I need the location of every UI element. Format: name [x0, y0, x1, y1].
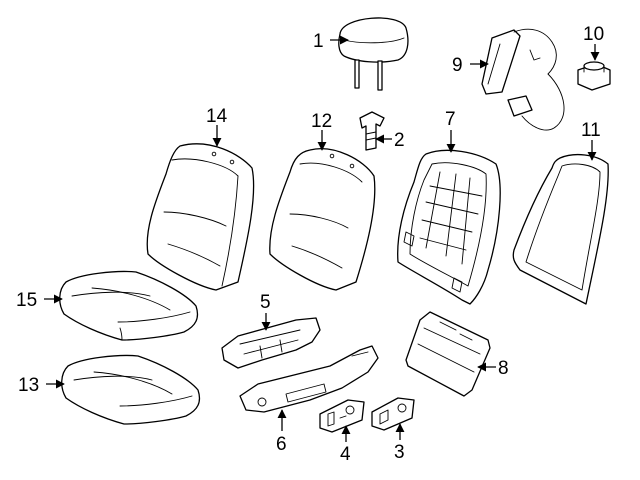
seat-cushion-part — [61, 354, 201, 425]
guide-sleeve-part — [359, 111, 385, 151]
seat-back-panel-part — [512, 153, 609, 305]
callout-7: 7 — [445, 109, 456, 130]
callout-leaders — [44, 35, 600, 442]
seat-back-frame-part — [397, 149, 501, 305]
seat-switch-right-part — [371, 397, 415, 431]
connector-part — [577, 61, 611, 91]
side-cover-part — [239, 345, 379, 413]
callout-15: 15 — [16, 290, 37, 311]
callout-1: 1 — [313, 31, 324, 52]
callout-14: 14 — [206, 106, 228, 127]
callout-3: 3 — [394, 442, 405, 463]
callout-12: 12 — [311, 111, 332, 132]
seat-back-cushion-part — [269, 148, 376, 291]
callout-8: 8 — [498, 358, 509, 379]
callout-11: 11 — [581, 120, 601, 141]
rear-storage-panel-part — [405, 311, 491, 397]
callout-6: 6 — [276, 434, 287, 455]
callout-5: 5 — [260, 292, 271, 313]
callout-4: 4 — [340, 444, 351, 465]
side-trim-part — [221, 317, 321, 369]
seat-back-cover-part — [146, 143, 255, 291]
seat-cushion-cover-part — [59, 270, 199, 341]
side-airbag-part — [481, 28, 565, 131]
callout-9: 9 — [452, 55, 463, 76]
callout-13: 13 — [18, 375, 39, 396]
headrest-part — [338, 17, 409, 91]
callout-2: 2 — [394, 130, 405, 151]
seat-switch-left-part — [319, 399, 365, 433]
callout-10: 10 — [583, 24, 604, 45]
